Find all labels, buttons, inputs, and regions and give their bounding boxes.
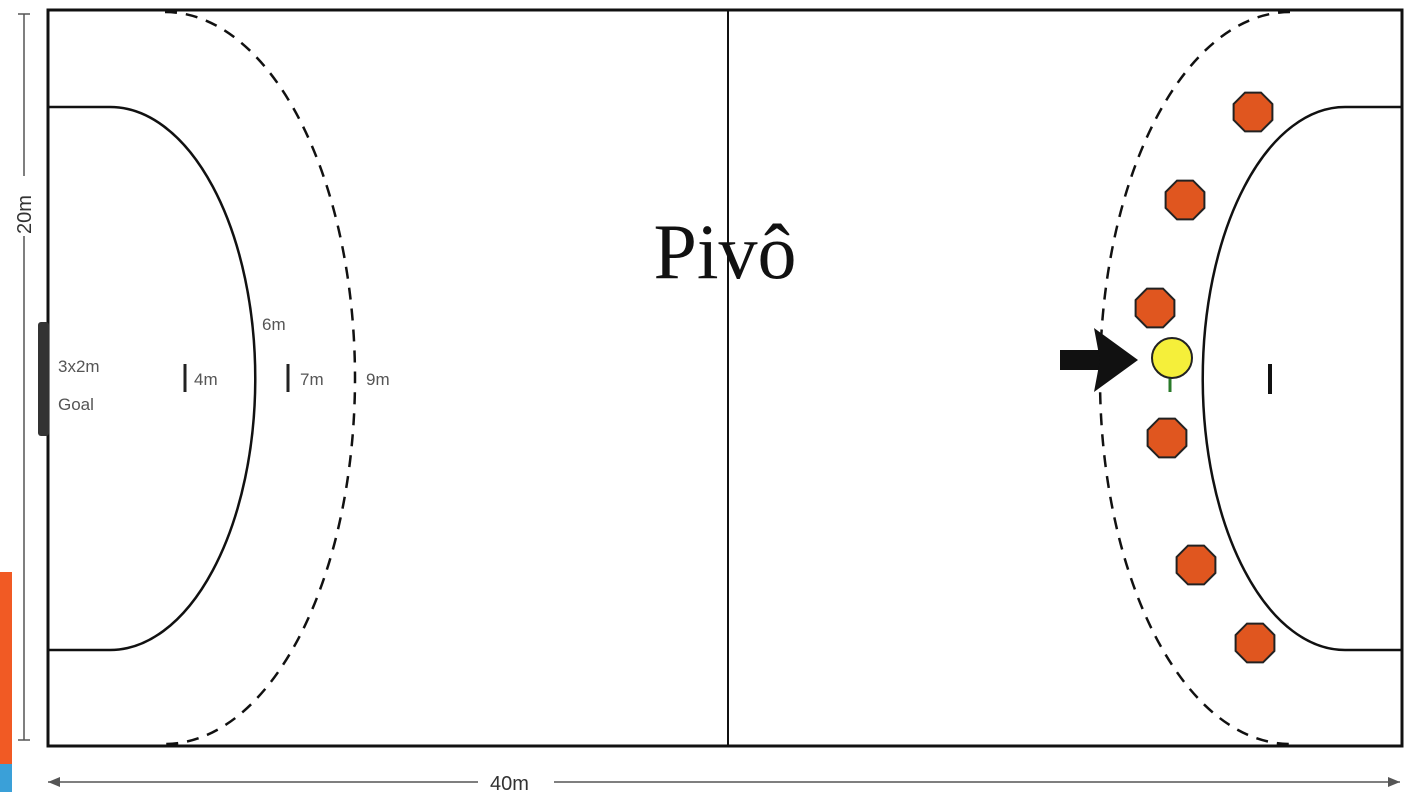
pivot-group [1151,337,1193,392]
zone-4m-label: 4m [194,370,218,389]
defender-player [1234,622,1276,664]
right-6m-line [1201,105,1402,652]
pivot-player [1151,337,1193,379]
page-title: Pivô [653,208,797,295]
left-6m-line [48,105,257,652]
slide-accent-bar [0,572,12,764]
defender-group [1134,91,1276,664]
defender-player [1146,417,1188,459]
goal-label-line1: 3x2m [58,357,100,376]
defender-player [1164,179,1206,221]
height-label: 20m [14,195,36,234]
zone-7m-label: 7m [300,370,324,389]
defender-player [1134,287,1176,329]
right-arrow-icon [1060,328,1138,392]
left-goal [38,322,49,436]
slide-accent-bar-blue [0,764,12,792]
zone-9m-label: 9m [366,370,390,389]
width-label: 40m [490,773,529,792]
defender-player [1175,544,1217,586]
goal-label-line2: Goal [58,395,94,414]
court-boundary [46,8,1404,748]
left-9m-line [164,10,357,746]
defender-player [1232,91,1274,133]
zone-6m-label: 6m [262,315,286,334]
